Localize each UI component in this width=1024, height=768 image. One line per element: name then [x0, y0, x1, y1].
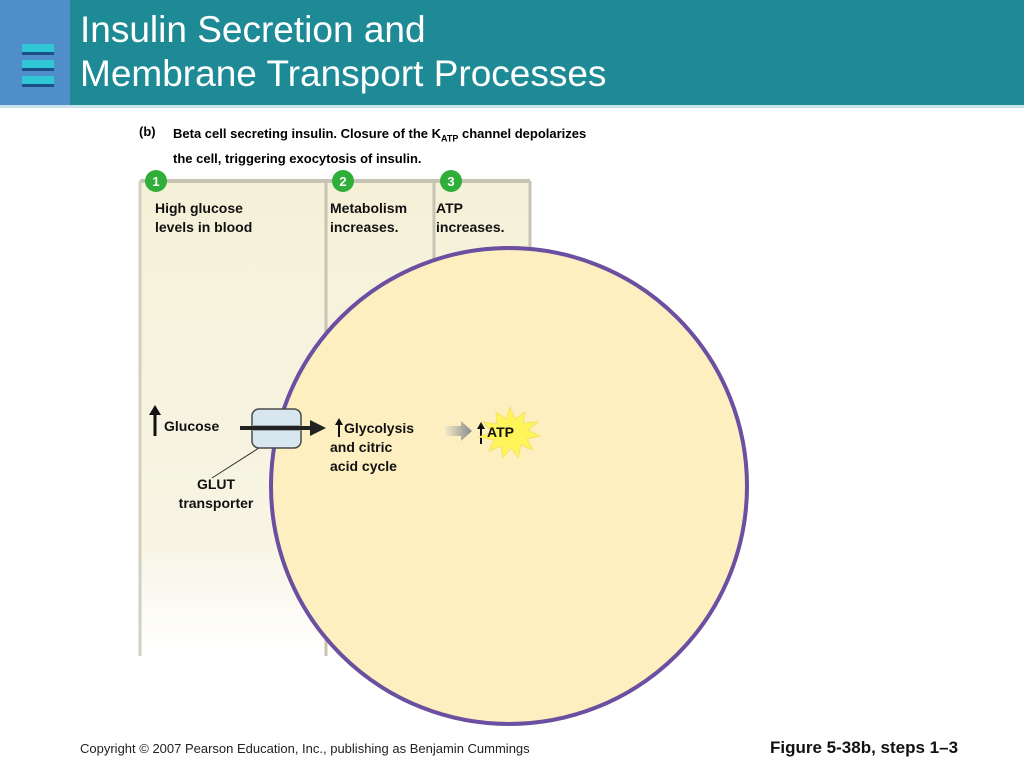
- caption-text-2: channel depolarizes the cell, triggering…: [173, 126, 587, 166]
- caption-text-1: Beta cell secreting insulin. Closure of …: [173, 126, 442, 141]
- glucose-label: Glucose: [164, 418, 220, 434]
- caption-tag: (b): [139, 124, 156, 139]
- atp-up-arrowhead: [477, 422, 485, 429]
- step-3-label-line2: increases.: [436, 219, 505, 235]
- step-3-label-line1: ATP: [436, 200, 463, 216]
- slide-title: Insulin Secretion and Membrane Transport…: [80, 8, 606, 96]
- step-1-label-line1: High glucose: [155, 200, 243, 216]
- slide-header: Insulin Secretion and Membrane Transport…: [0, 0, 1024, 105]
- glucose-arrowhead-icon: [310, 420, 326, 436]
- menu-logo-icon: [22, 44, 54, 90]
- step-2-label: Metabolism increases.: [330, 199, 407, 237]
- glucose-up-arrowhead: [149, 405, 161, 415]
- copyright-footer: Copyright © 2007 Pearson Education, Inc.…: [80, 741, 530, 756]
- step-2-number: 2: [339, 174, 346, 189]
- metabolism-to-atp-arrow-icon: [445, 421, 472, 441]
- glut-transporter-label: GLUT transporter: [173, 475, 259, 513]
- glycolysis-label: Glycolysis and citric acid cycle: [330, 419, 414, 476]
- caption-subscript: ATP: [441, 133, 459, 144]
- atp-label: ATP: [487, 424, 514, 440]
- header-divider: [0, 105, 1024, 108]
- title-line-1: Insulin Secretion and: [80, 9, 426, 50]
- glut-pointer-line: [211, 445, 263, 479]
- glycolysis-line2: and citric: [330, 439, 393, 455]
- step-1-label: High glucose levels in blood: [155, 199, 252, 237]
- figure-caption: Beta cell secreting insulin. Closure of …: [173, 124, 593, 168]
- step-2-label-line2: increases.: [330, 219, 399, 235]
- step-1-badge: [145, 170, 167, 192]
- glycolysis-line3: acid cycle: [330, 458, 397, 474]
- step-1-number: 1: [152, 174, 159, 189]
- glut-label-line2: transporter: [178, 495, 254, 511]
- atp-burst-icon: [477, 405, 542, 460]
- step-2-badge: [332, 170, 354, 192]
- step-3-badge: [440, 170, 462, 192]
- step-2-label-line1: Metabolism: [330, 200, 408, 216]
- title-line-2: Membrane Transport Processes: [80, 53, 607, 94]
- glycolysis-up-arrowhead: [335, 418, 343, 425]
- beta-cell: [269, 246, 749, 726]
- step-3-number: 3: [447, 174, 454, 189]
- step-1-label-line2: levels in blood: [155, 219, 253, 235]
- step-3-label: ATP increases.: [436, 199, 505, 237]
- figure-reference: Figure 5-38b, steps 1–3: [770, 738, 959, 757]
- glut-label-line1: GLUT: [196, 476, 236, 492]
- header-accent-bar: [0, 0, 70, 105]
- glycolysis-line1: Glycolysis: [344, 420, 415, 436]
